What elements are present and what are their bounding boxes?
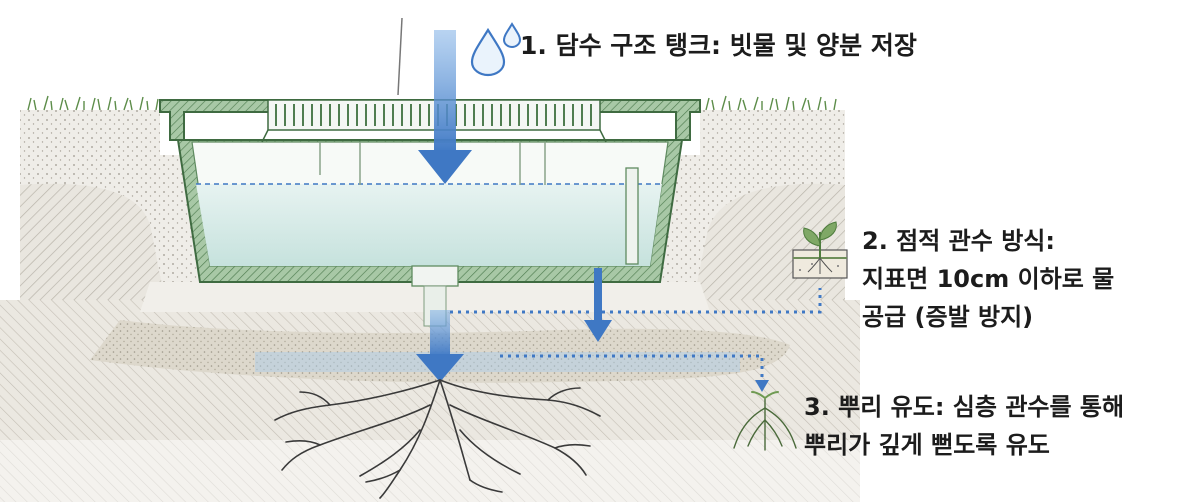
seedling-in-soil-icon — [792, 221, 848, 279]
root-guidance-label: 3. 뿌리 유도: 심층 관수를 통해 뿌리가 깊게 뻗도록 유도 — [804, 388, 1124, 464]
outlet-fitting — [411, 265, 459, 287]
leader-root-arrowhead — [755, 380, 769, 392]
inner-posts — [319, 142, 546, 185]
tree-trunk — [397, 17, 403, 96]
drip-irrigation-line3: 공급 (증발 방지) — [862, 303, 1034, 331]
drip-irrigation-line2: 지표면 10cm 이하로 물 — [862, 265, 1115, 293]
storage-tank-label: 1. 담수 구조 탱크: 빗물 및 양분 저장 — [520, 31, 917, 60]
flow-arrows — [416, 30, 612, 382]
inner-divider-left — [261, 129, 607, 143]
root-system — [274, 379, 601, 499]
drip-pipe — [625, 167, 639, 265]
inflow-arrow-shaft — [434, 30, 456, 154]
outlet-arrow-shaft — [430, 310, 450, 358]
roots-icon — [733, 391, 797, 451]
root-guidance-title: 3. 뿌리 유도: 심층 관수를 통해 — [804, 393, 1125, 421]
soil-bottom-fade — [0, 440, 860, 502]
drip-irrigation-title: 2. 점적 관수 방식: — [862, 227, 1055, 255]
deep-water-band — [255, 352, 740, 372]
leader-drip — [450, 288, 822, 314]
water-drops-icon — [470, 22, 522, 77]
leader-lines — [450, 288, 822, 380]
grass — [27, 95, 837, 111]
drip-irrigation-label: 2. 점적 관수 방식: 지표면 10cm 이하로 물 공급 (증발 방지) — [862, 222, 1114, 336]
drip-arrow-head — [584, 320, 612, 342]
inflow-arrow-head — [418, 150, 472, 184]
stored-water — [196, 184, 662, 266]
side-soil-left — [20, 183, 170, 300]
storage-tank — [159, 99, 701, 327]
outlet-arrow-head — [416, 354, 464, 382]
drip-arrow-shaft — [594, 268, 602, 324]
root-guidance-line2: 뿌리가 깊게 뻗도록 유도 — [804, 431, 1050, 459]
